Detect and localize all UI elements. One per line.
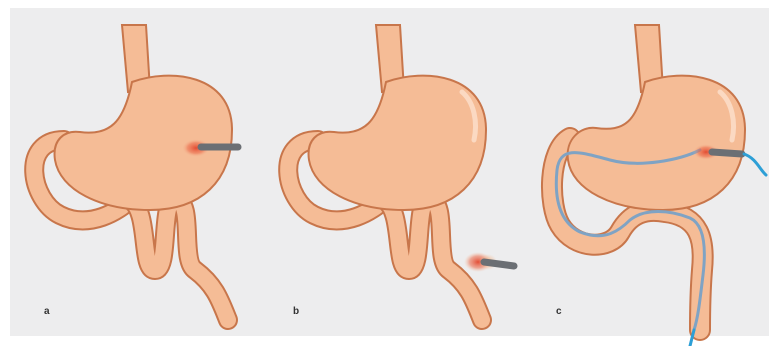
panel-b-probe <box>484 262 514 266</box>
panel-a-label: a <box>44 306 50 317</box>
panel-c-label: c <box>556 306 562 317</box>
panel-b-label: b <box>293 306 299 317</box>
panel-c-probe <box>712 152 742 154</box>
